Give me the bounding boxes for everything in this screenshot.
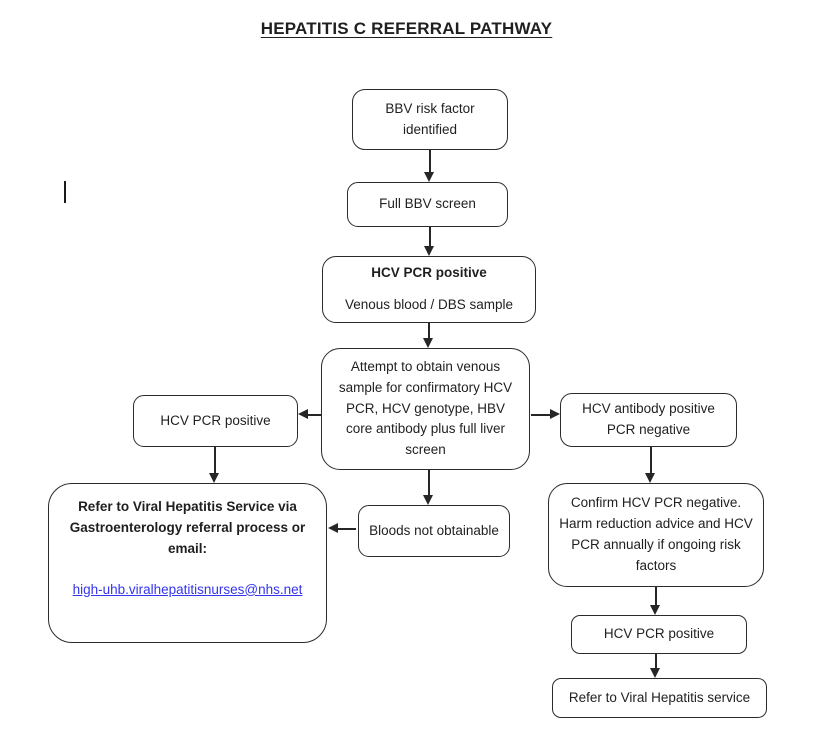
node-confirm-pcr-negative: Confirm HCV PCR negative. Harm reduction… [548, 483, 764, 587]
node-bloods-not-obtainable: Bloods not obtainable [358, 505, 510, 557]
node-refer-gastroenterology: Refer to Viral Hepatitis Service via Gas… [48, 483, 327, 643]
node-label: Bloods not obtainable [369, 522, 499, 538]
node-label: HCV antibody positive PCR negative [582, 401, 715, 437]
node-full-bbv-screen: Full BBV screen [347, 182, 508, 227]
page-title: HEPATITIS C REFERRAL PATHWAY [20, 19, 793, 39]
node-label: Refer to Viral Hepatitis service [568, 689, 751, 705]
node-label: HCV PCR positive [603, 626, 715, 642]
node-bbv-risk-identified: BBV risk factor identified [352, 89, 508, 150]
arrow-down-pcr-to-refer [650, 653, 661, 678]
arrow-right-attempt-to-antibody [531, 409, 560, 420]
node-refer-viral-hepatitis-service: Refer to Viral Hepatitis service [552, 678, 767, 718]
arrow-down-pcr-to-attempt [423, 323, 434, 348]
arrow-left-bloods-to-referral [328, 523, 356, 534]
node-subtext: Venous blood / DBS sample [344, 297, 514, 312]
node-label: BBV risk factor identified [385, 100, 475, 137]
node-label: Full BBV screen [379, 196, 476, 212]
arrow-left-attempt-to-pcr [298, 409, 322, 420]
email-link[interactable]: high-uhb.viralhepatitisnurses@nhs.net [72, 581, 303, 597]
node-hcv-pcr-positive-left: HCV PCR positive [133, 395, 298, 447]
node-label: Attempt to obtain venous sample for conf… [338, 358, 513, 458]
node-hcv-antibody-positive: HCV antibody positive PCR negative [560, 393, 737, 447]
node-label: Confirm HCV PCR negative. Harm reduction… [559, 495, 753, 573]
arrow-down-attempt-to-bloods [423, 470, 434, 505]
arrow-down-confirm-to-pcr [650, 587, 661, 615]
arrow-down-antibody-to-confirm [645, 447, 656, 483]
node-label: HCV PCR positive [160, 412, 271, 428]
node-attempt-venous-sample: Attempt to obtain venous sample for conf… [321, 348, 530, 470]
page-title-text: HEPATITIS C REFERRAL PATHWAY [260, 19, 553, 38]
node-heading: HCV PCR positive [371, 265, 487, 281]
arrow-down-left-pcr-to-referral [209, 447, 220, 483]
text-cursor [64, 181, 66, 203]
node-heading: Refer to Viral Hepatitis Service via Gas… [69, 499, 306, 556]
node-hcv-pcr-positive-right: HCV PCR positive [571, 615, 747, 654]
arrow-down-risk-to-screen [424, 150, 435, 182]
arrow-down-screen-to-pcr [424, 227, 435, 256]
node-hcv-pcr-positive-sample: HCV PCR positive Venous blood / DBS samp… [322, 256, 536, 323]
